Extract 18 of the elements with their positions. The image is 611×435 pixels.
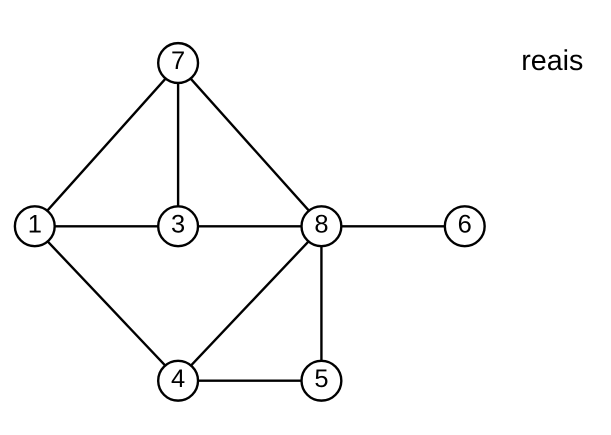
- connector: [320, 246, 323, 360]
- node-circle: 4: [157, 360, 200, 402]
- label: reais: [521, 45, 584, 78]
- connector: [198, 225, 302, 228]
- connector: [190, 78, 310, 212]
- node-circle: 5: [300, 360, 343, 402]
- connector: [46, 78, 166, 212]
- connector: [176, 82, 180, 206]
- node-circle: 1: [14, 205, 56, 248]
- connector: [54, 225, 158, 228]
- connector: [198, 380, 302, 382]
- node-circle: 8: [300, 205, 343, 248]
- connector: [190, 241, 310, 366]
- connector: [342, 225, 445, 228]
- node-circle: 3: [157, 205, 200, 248]
- node-circle: 6: [444, 205, 486, 248]
- node-circle: 7: [157, 42, 200, 84]
- connector: [47, 241, 166, 366]
